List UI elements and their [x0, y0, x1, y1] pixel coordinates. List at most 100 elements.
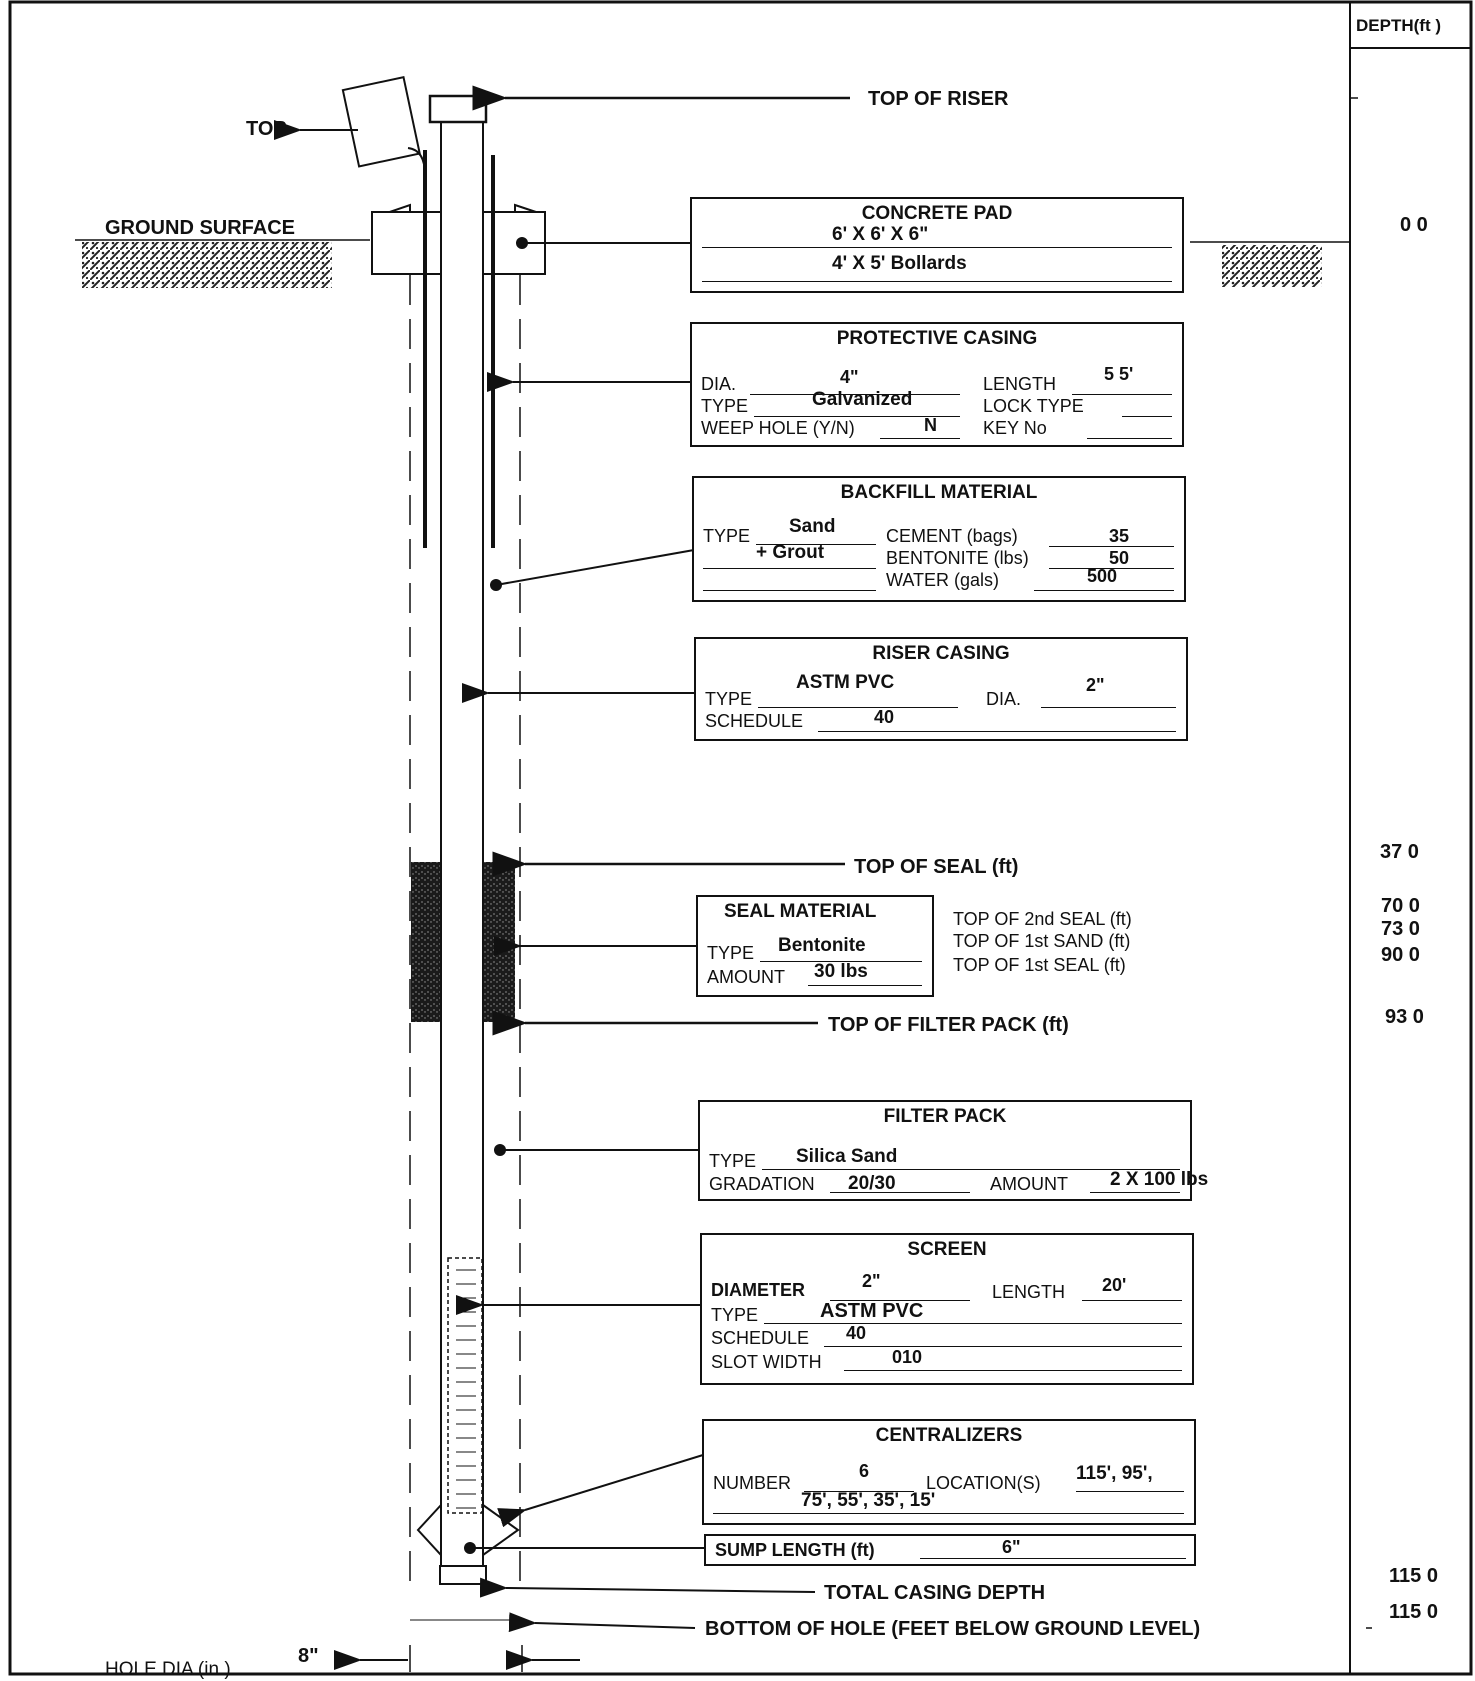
leader-backfill [495, 549, 695, 586]
scr-type-label: TYPE [711, 1305, 759, 1325]
depth-total-casing: 115 0 [1389, 1565, 1438, 1587]
rc-type-label: TYPE [705, 689, 753, 709]
fp-amount-rule [1090, 1192, 1180, 1193]
bf-water-rule [1034, 590, 1174, 591]
label-top: TOP [246, 118, 287, 140]
cz-location-rule [1076, 1491, 1184, 1492]
sm-amount-label: AMOUNT [707, 967, 785, 987]
hole-dia-value: 8" [298, 1645, 319, 1667]
depth-ground: 0 0 [1400, 214, 1428, 236]
screen-box: SCREEN DIAMETER 2" LENGTH 20' TYPE ASTM … [700, 1233, 1194, 1385]
label-top-of-riser: TOP OF RISER [868, 88, 1009, 110]
scr-diameter-label: DIAMETER [711, 1280, 805, 1300]
scr-slot-width-rule [844, 1370, 1182, 1371]
label-top-of-1st-sand: TOP OF 1st SAND (ft) [953, 931, 1131, 951]
bf-type-rule-1 [756, 544, 876, 545]
scr-type-value: ASTM PVC [820, 1300, 924, 1322]
concrete-pad-bollards: 4' X 5' Bollards [832, 253, 967, 274]
pc-length-rule [1072, 394, 1172, 395]
depth-header: DEPTH(ft ) [1356, 16, 1441, 35]
label-total-casing-depth: TOTAL CASING DEPTH [824, 1582, 1046, 1604]
sm-type-label: TYPE [707, 943, 755, 963]
label-top-of-seal: TOP OF SEAL (ft) [854, 856, 1019, 878]
label-ground-surface: GROUND SURFACE [105, 217, 296, 239]
filter-pack-box: FILTER PACK TYPE Silica Sand GRADATION 2… [698, 1100, 1208, 1201]
scr-schedule-label: SCHEDULE [711, 1328, 810, 1348]
scr-diameter-value: 2" [862, 1271, 881, 1291]
pc-lock-type-rule [1122, 416, 1172, 417]
backfill-material-box: BACKFILL MATERIAL TYPE Sand + Grout CEME… [692, 476, 1186, 602]
bottom-cap [439, 1565, 487, 1585]
seal-zone-left [411, 862, 441, 1022]
bf-cement-rule [1049, 546, 1174, 547]
rc-dia-value: 2" [1086, 675, 1105, 695]
sm-amount-value: 30 lbs [814, 961, 868, 982]
scr-length-rule [1082, 1300, 1182, 1301]
protective-casing-box: PROTECTIVE CASING DIA. 4" LENGTH 5 5' TY… [690, 322, 1184, 447]
cz-location-value-2: 75', 55', 35', 15' [801, 1490, 936, 1511]
pc-weep-hole-value: N [924, 415, 937, 435]
fp-type-value: Silica Sand [796, 1146, 898, 1167]
sump-length-value: 6" [1002, 1537, 1021, 1557]
depth-first-seal: 90 0 [1381, 944, 1420, 966]
scr-length-value: 20' [1102, 1275, 1127, 1295]
soil-right [1222, 245, 1322, 287]
rc-schedule-value: 40 [874, 707, 895, 727]
pc-length-value: 5 5' [1104, 364, 1134, 384]
filter-pack-title: FILTER PACK [883, 1106, 1007, 1127]
scr-schedule-value: 40 [846, 1323, 867, 1343]
seal-material-title: SEAL MATERIAL [724, 901, 877, 922]
label-top-of-filter-pack: TOP OF FILTER PACK (ft) [828, 1014, 1069, 1036]
fp-gradation-label: GRADATION [709, 1174, 815, 1194]
fp-amount-value: 2 X 100 lbs [1110, 1169, 1209, 1190]
arrow-bottom-of-hole [508, 1612, 696, 1633]
pc-lock-type-label: LOCK TYPE [983, 396, 1084, 416]
cz-location-value-1: 115', 95', [1076, 1463, 1153, 1484]
screen-section [447, 1257, 483, 1514]
sump-length-box: SUMP LENGTH (ft) 6" [704, 1534, 1196, 1566]
pc-dia-label: DIA. [701, 374, 737, 394]
sm-amount-rule [808, 985, 922, 986]
pc-type-value: Galvanized [812, 389, 913, 410]
pc-type-rule [754, 416, 960, 417]
concrete-pad-box: CONCRETE PAD 6' X 6' X 6" 4' X 5' Bollar… [690, 197, 1184, 293]
cz-location-label: LOCATION(S) [926, 1473, 1041, 1493]
bf-cement-value: 35 [1109, 526, 1130, 546]
bf-type-value-1: Sand [789, 516, 836, 537]
fp-type-label: TYPE [709, 1151, 757, 1171]
depth-top-of-filter-pack: 93 0 [1385, 1006, 1424, 1028]
centralizers-box: CENTRALIZERS NUMBER 6 LOCATION(S) 115', … [702, 1419, 1196, 1525]
centralizer-left [416, 1502, 442, 1558]
bf-bentonite-label: BENTONITE (lbs) [886, 548, 1029, 568]
dot-concrete-pad [516, 237, 528, 249]
riser-casing-box: RISER CASING ASTM PVC TYPE DIA. 2" SCHED… [694, 637, 1188, 741]
rc-dia-label: DIA. [986, 689, 1022, 709]
fp-gradation-rule [830, 1192, 970, 1193]
scr-schedule-rule [824, 1346, 1182, 1347]
label-bottom-of-hole: BOTTOM OF HOLE (FEET BELOW GROUND LEVEL) [705, 1618, 1201, 1640]
seal-zone-right [483, 862, 515, 1022]
page-frame [8, 0, 1473, 1676]
pc-type-label: TYPE [701, 396, 749, 416]
sm-type-rule [760, 961, 922, 962]
dot-backfill [490, 579, 502, 591]
cz-number-value: 6 [859, 1461, 870, 1481]
backfill-material-title: BACKFILL MATERIAL [840, 482, 1038, 503]
scr-slot-width-value: 010 [892, 1347, 923, 1367]
centralizers-title: CENTRALIZERS [875, 1425, 1023, 1446]
concrete-pad-rule-1 [702, 247, 1172, 248]
riser-casing-title: RISER CASING [872, 643, 1010, 664]
concrete-pad-rule-2 [702, 281, 1172, 282]
riser-cap [428, 94, 488, 124]
pc-key-no-rule [1087, 438, 1172, 439]
scr-diameter-rule [830, 1300, 970, 1301]
lid-hinge-line [407, 147, 426, 176]
depth-second-seal: 70 0 [1381, 895, 1420, 917]
sump-length-rule [920, 1558, 1186, 1559]
pc-dia-value: 4" [840, 367, 859, 387]
concrete-pad-dimensions: 6' X 6' X 6" [832, 224, 929, 245]
soil-left [82, 242, 332, 288]
seal-material-box: SEAL MATERIAL TYPE Bentonite AMOUNT 30 l… [696, 895, 934, 997]
scr-slot-width-label: SLOT WIDTH [711, 1352, 822, 1372]
